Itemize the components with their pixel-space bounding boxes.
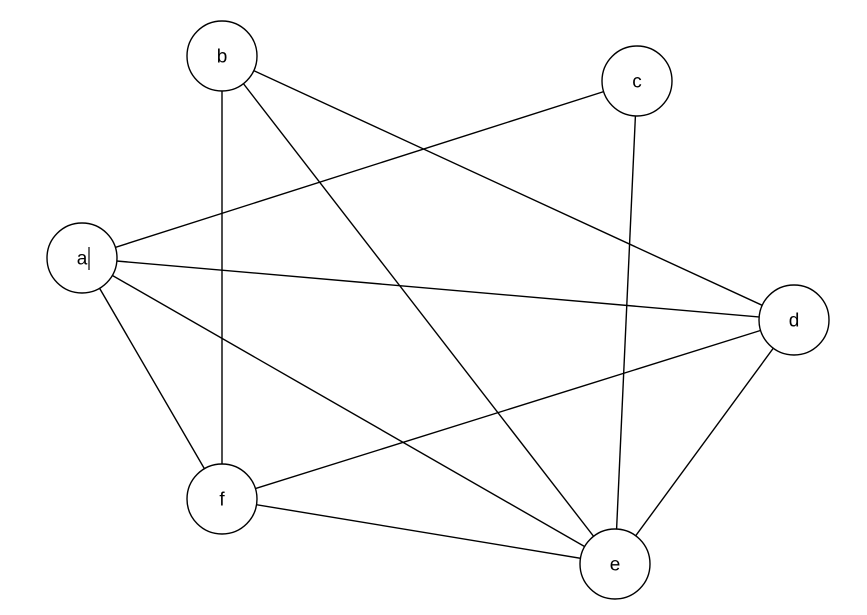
node-label: c: [632, 72, 642, 93]
node-circle[interactable]: [601, 45, 673, 117]
node-circle[interactable]: [186, 20, 258, 92]
edge-d-e[interactable]: [614, 319, 795, 565]
node-label: e: [610, 555, 621, 576]
edge-b-e[interactable]: [221, 55, 616, 565]
edge-a-e[interactable]: [81, 257, 616, 565]
node-b[interactable]: b: [186, 20, 258, 92]
node-f[interactable]: f: [186, 463, 258, 535]
node-label: d: [789, 311, 800, 332]
node-c[interactable]: c: [601, 45, 673, 117]
node-circle[interactable]: [46, 222, 118, 294]
node-label: a: [77, 249, 88, 270]
node-label: f: [219, 490, 225, 511]
graph-nodes: a b c d e f: [46, 20, 830, 600]
graph-edges: [81, 55, 795, 565]
node-circle[interactable]: [758, 284, 830, 356]
node-circle[interactable]: [186, 463, 258, 535]
edge-d-f[interactable]: [221, 319, 795, 500]
edge-c-e[interactable]: [614, 80, 638, 565]
edge-c-a[interactable]: [81, 80, 638, 259]
node-circle[interactable]: [579, 528, 651, 600]
edge-b-d[interactable]: [221, 55, 795, 321]
edge-a-d[interactable]: [81, 257, 795, 321]
edge-f-e[interactable]: [221, 498, 616, 565]
node-label: b: [217, 47, 228, 68]
node-e[interactable]: e: [579, 528, 651, 600]
node-d[interactable]: d: [758, 284, 830, 356]
node-a[interactable]: a: [46, 222, 118, 294]
edge-a-f[interactable]: [81, 257, 223, 500]
